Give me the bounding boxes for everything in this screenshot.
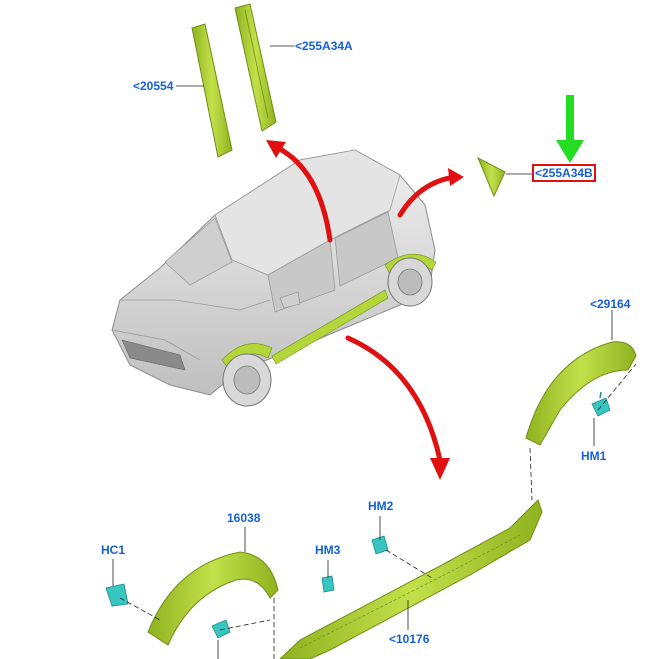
callout-16038[interactable]: 16038 xyxy=(227,511,261,525)
b-pillar-applique-part[interactable] xyxy=(191,3,277,158)
callout-hc1[interactable]: HC1 xyxy=(101,543,126,557)
red-arrows xyxy=(275,145,458,463)
leader-lines xyxy=(176,45,533,175)
rocker-panel-part[interactable] xyxy=(279,499,543,659)
red-arrowheads xyxy=(266,140,464,480)
front-wheel-arch-part[interactable] xyxy=(147,551,279,646)
callout-hm2[interactable]: HM2 xyxy=(368,499,394,513)
hc1-clip[interactable] xyxy=(105,583,129,607)
hm1-clip[interactable] xyxy=(591,391,611,417)
callout-10176[interactable]: <10176 xyxy=(389,632,430,646)
front-arch-clip[interactable] xyxy=(211,619,231,639)
assembly-lines xyxy=(119,363,637,659)
callout-29164[interactable]: <29164 xyxy=(590,297,631,311)
callout-255a34b[interactable]: <255A34B xyxy=(532,164,596,182)
callout-hm3[interactable]: HM3 xyxy=(315,543,341,557)
callout-20554[interactable]: <20554 xyxy=(133,79,174,93)
callout-255a34a[interactable]: <255A34A xyxy=(295,39,353,53)
callout-hm1[interactable]: HM1 xyxy=(581,449,607,463)
leader-lines-bottom xyxy=(112,310,613,659)
hm3-clip[interactable] xyxy=(321,575,335,593)
triangle-applique-part[interactable] xyxy=(477,156,506,198)
car-illustration xyxy=(111,149,437,407)
rear-wheel-arch-part[interactable] xyxy=(525,341,637,446)
green-down-arrow-icon xyxy=(556,95,584,163)
